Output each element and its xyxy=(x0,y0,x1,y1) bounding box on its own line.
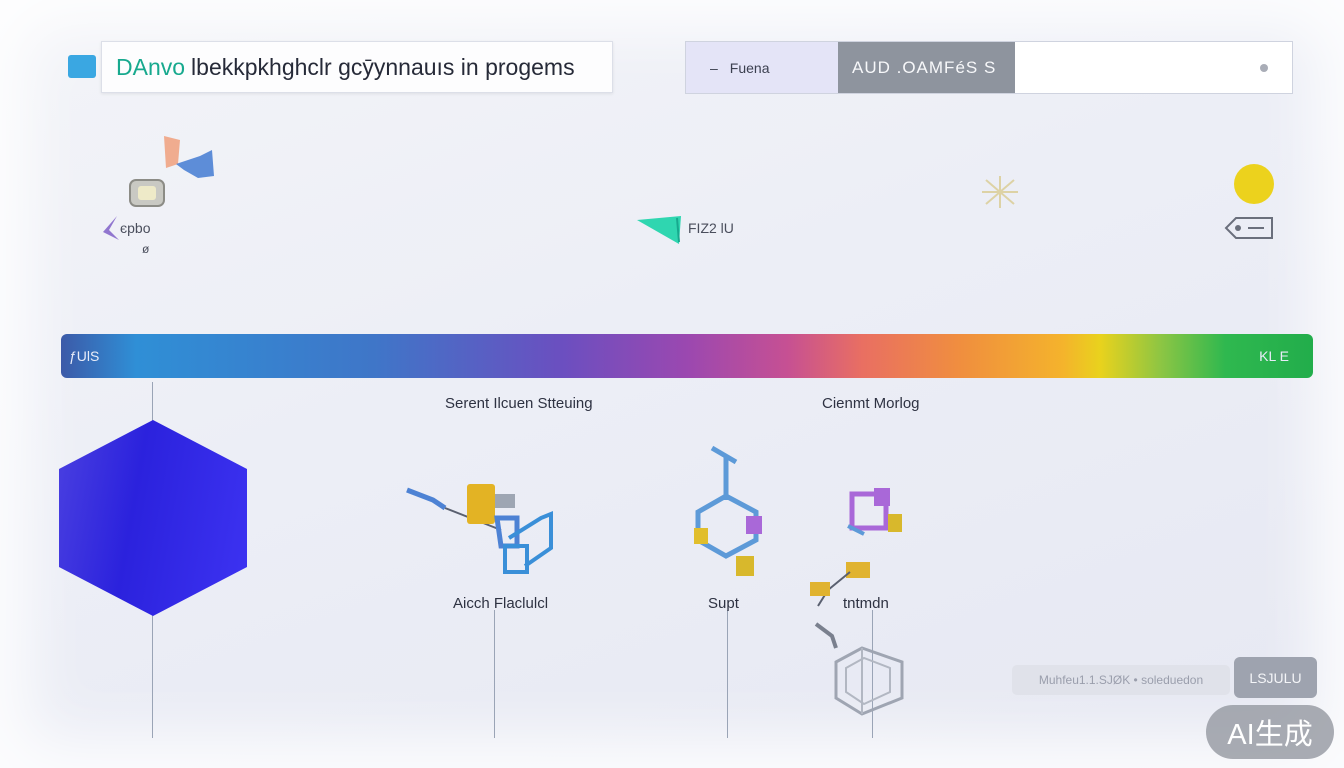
search-input[interactable] xyxy=(1015,42,1292,93)
search-mode-label: Fuena xyxy=(729,59,770,76)
connector-line-3 xyxy=(727,610,728,738)
title-text: lbekkpkhghclr gcȳynnauıs in progems xyxy=(191,53,575,80)
search-tab[interactable]: AUD .OAMFéS S xyxy=(838,42,1015,93)
search-bar: – Fuena AUD .OAMFéS S xyxy=(685,41,1293,94)
chip-core xyxy=(138,186,156,200)
search-mode-dropdown[interactable]: – Fuena xyxy=(686,42,838,93)
mechanism-icon[interactable] xyxy=(405,478,555,580)
confirm-button[interactable]: LSJULU xyxy=(1234,657,1317,698)
device-cluster-icon[interactable] xyxy=(100,130,225,210)
sparkle-icon xyxy=(982,176,1018,208)
section-label-left: Serent Ilcuen Stteuing xyxy=(445,395,593,412)
ai-generated-badge: AI生成 xyxy=(1206,705,1334,759)
dash-icon: – xyxy=(710,59,718,76)
tag-icon[interactable] xyxy=(1224,216,1276,242)
sun-icon[interactable] xyxy=(1234,164,1274,204)
search-tab-label: AUD .OAMFéS S xyxy=(852,57,997,77)
node-sublabel-left: ø xyxy=(142,242,150,256)
app-logo[interactable] xyxy=(68,55,96,78)
teal-arrow-icon[interactable] xyxy=(637,214,683,246)
search-dot-icon xyxy=(1260,64,1268,72)
shape-orange xyxy=(164,136,180,168)
section-label-right: Cienmt Morlog xyxy=(822,395,920,412)
shape-blue xyxy=(176,150,214,178)
structure-icon[interactable] xyxy=(690,444,770,580)
spectrum-start-label: ƒUlS xyxy=(69,348,100,364)
item-label-2: Supt xyxy=(708,595,739,612)
item-label-1: Aicch Flaclulcl xyxy=(453,595,549,612)
connector-line-4 xyxy=(872,610,873,738)
spectrum-bar[interactable]: ƒUlS KL E xyxy=(61,334,1313,378)
node-label-left: єpbo xyxy=(120,220,151,236)
page-title: DAnvo lbekkpkhghclr gcȳynnauıs in progem… xyxy=(101,41,613,93)
spectrum-end-label: KL E xyxy=(1259,348,1289,364)
generate-button[interactable]: Muhfeu1.1.SJØK • soleduedon xyxy=(1012,665,1230,695)
network-node-icon[interactable] xyxy=(806,618,916,718)
connector-line-2 xyxy=(494,610,495,738)
purple-arrow-icon xyxy=(103,216,119,240)
hexagon-node[interactable] xyxy=(59,420,247,616)
arm-icon[interactable] xyxy=(806,558,876,610)
cube-icon[interactable] xyxy=(844,486,906,538)
brand-name: DAnvo xyxy=(116,53,186,80)
node-label-center: FIZ2 lU xyxy=(688,220,734,236)
item-label-3: tntmdn xyxy=(843,595,889,612)
